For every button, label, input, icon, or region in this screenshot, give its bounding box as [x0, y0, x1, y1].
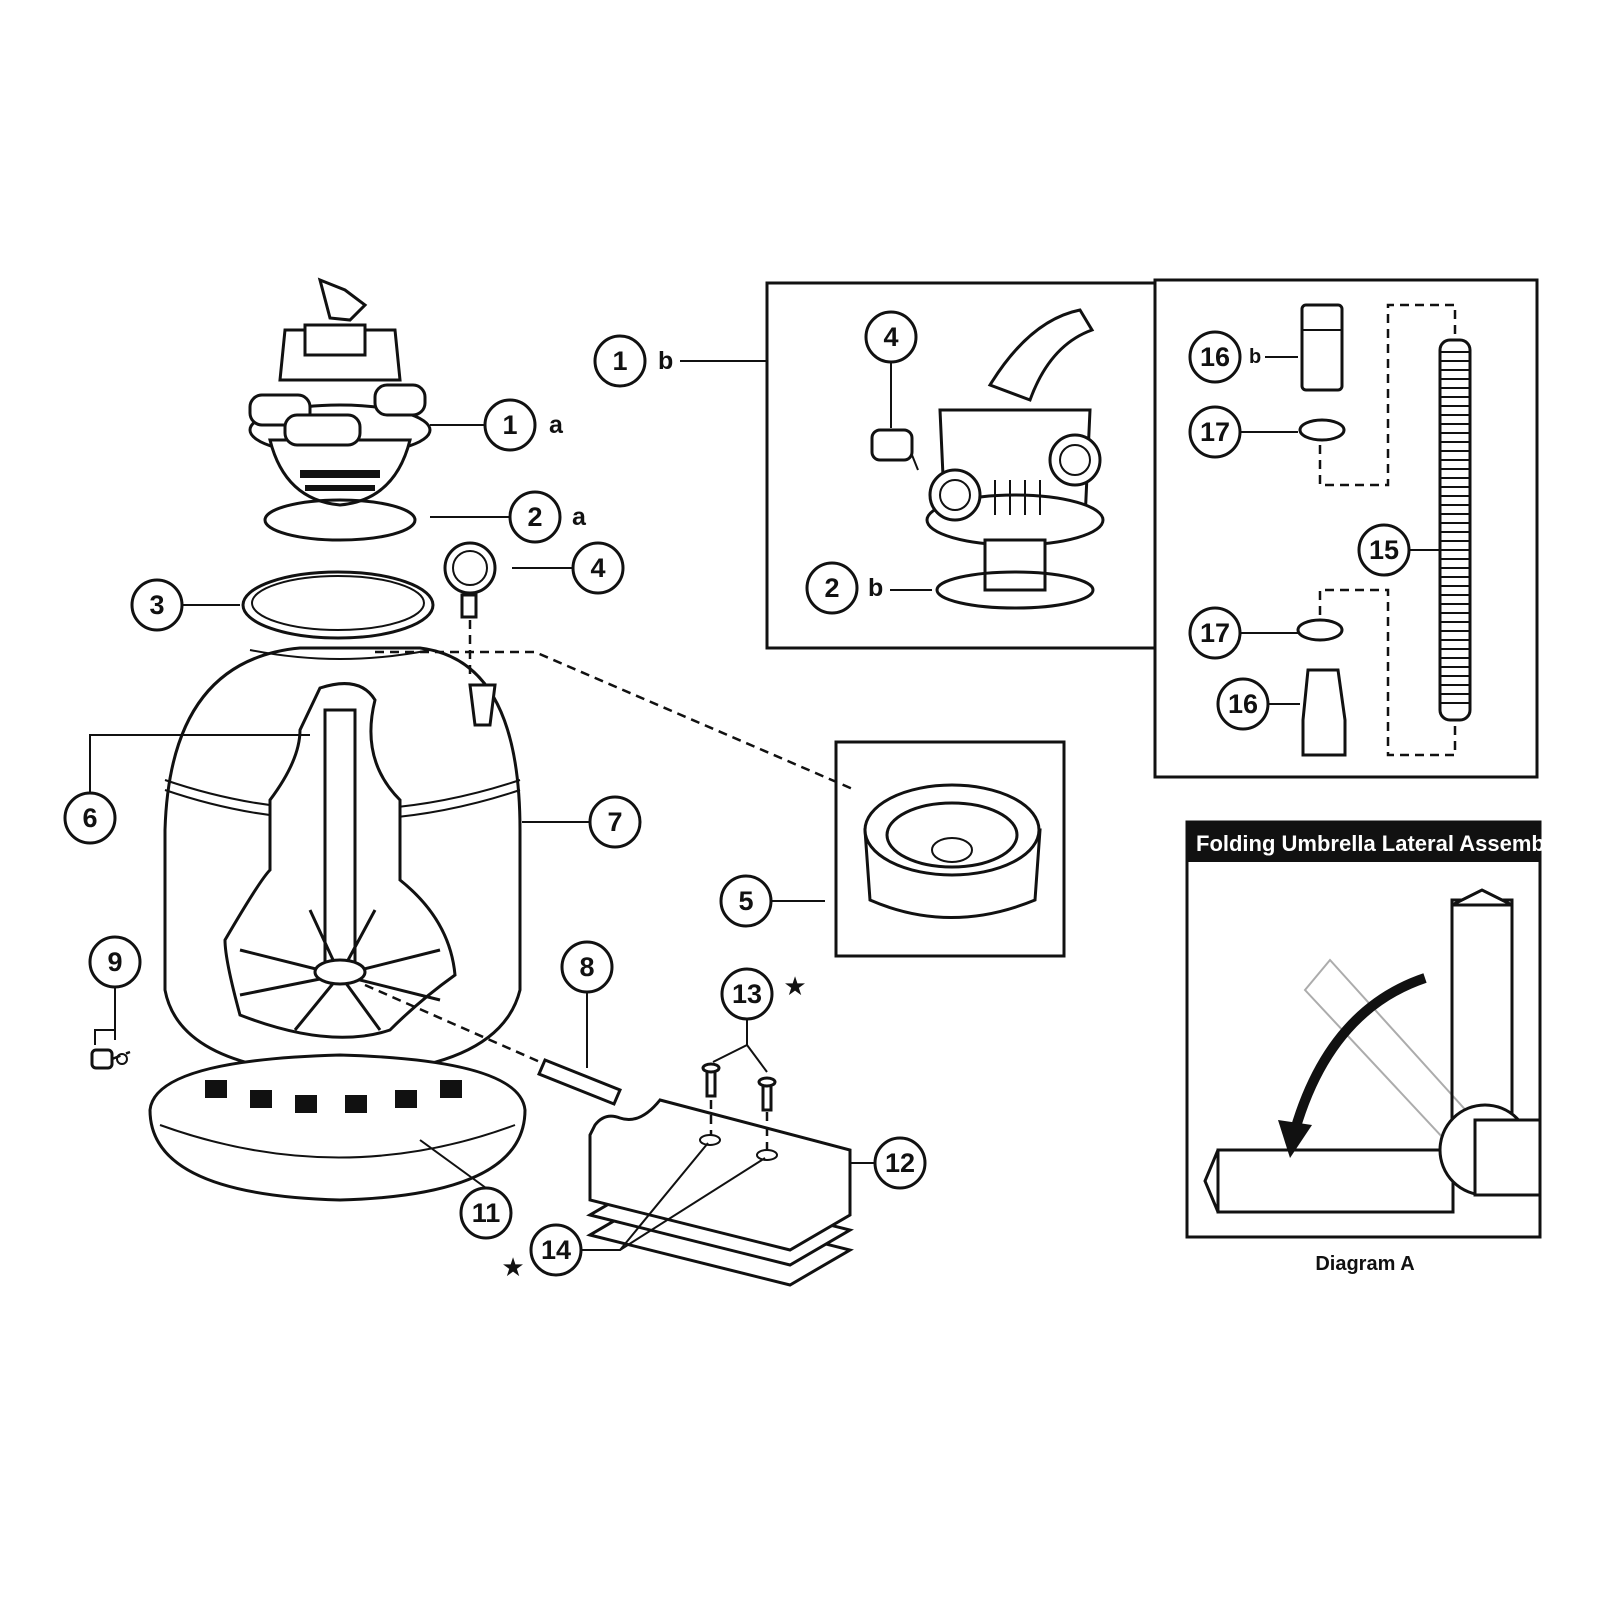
standpipe-o-ring-bottom [1296, 618, 1344, 642]
callout-number: 14 [541, 1235, 571, 1265]
drain-cap [90, 1048, 128, 1070]
fold-arrow [1290, 973, 1427, 1132]
callout-17-top: 17 [1188, 405, 1242, 459]
callout-number: 1 [502, 410, 517, 440]
callout-12: 12 [873, 1136, 927, 1190]
standpipe-adapter [1301, 668, 1347, 757]
multiport-valve-side-mount [925, 308, 1105, 592]
callout-number: 16 [1200, 342, 1230, 372]
callout-16: 16 [1216, 677, 1270, 731]
callout-number: 7 [607, 807, 622, 837]
diagram-a-header [1187, 822, 1540, 862]
callout-4-inset: 4 [864, 310, 918, 364]
callout-number: 13 [732, 979, 762, 1009]
air-relief-tube [537, 1058, 622, 1106]
standpipe-o-ring-top [1298, 418, 1346, 442]
callout-3: 3 [130, 578, 184, 632]
diagram-a-title: Folding Umbrella Lateral Assembly [1196, 831, 1564, 856]
callout-number: 4 [590, 553, 605, 583]
fold-arrow-head [1278, 1120, 1312, 1158]
callout-15: 15 [1357, 523, 1411, 577]
callout-number: 5 [738, 886, 753, 916]
callout-number: 11 [472, 1198, 501, 1228]
standpipe-parts-box [1153, 278, 1539, 779]
callout-number: 1 [612, 346, 627, 376]
callout-number: 17 [1200, 417, 1230, 447]
callout-number: 15 [1369, 535, 1399, 565]
pressure-gauge [443, 541, 497, 619]
callout-number: 17 [1200, 618, 1230, 648]
callout-suffix: a [549, 411, 564, 439]
pressure-gauge-small [870, 428, 919, 471]
base-pad-assembly [586, 1062, 854, 1287]
filter-base [148, 1053, 527, 1202]
callout-number: 4 [883, 322, 898, 352]
callout-16b: 16 b [1188, 330, 1261, 384]
multiport-valve-top-mount [248, 277, 432, 507]
valve-o-ring-b [935, 570, 1095, 610]
callout-4: 4 [571, 541, 625, 595]
callout-7: 7 [588, 795, 642, 849]
callout-5: 5 [719, 874, 773, 928]
star-icon: ★ [501, 1253, 524, 1283]
star-icon: ★ [783, 972, 806, 1002]
callout-11: 11 [459, 1186, 513, 1240]
callout-number: 6 [82, 803, 97, 833]
callout-number: 8 [579, 952, 594, 982]
callout-suffix: a [572, 503, 587, 531]
valve-o-ring-a [263, 498, 417, 542]
filter-tank [163, 646, 522, 1077]
callout-suffix: b [658, 347, 673, 375]
diffuser-box [834, 740, 1066, 958]
callout-number: 12 [885, 1148, 915, 1178]
callout-17-bottom: 17 [1188, 606, 1242, 660]
callout-13: 13 ★ [720, 967, 807, 1021]
diagram-a: Folding Umbrella Lateral Assembly Diagra… [1185, 820, 1564, 1275]
callout-number: 3 [149, 590, 164, 620]
callout-number: 9 [107, 947, 122, 977]
callout-number: 2 [824, 573, 839, 603]
tank-o-ring [241, 570, 435, 660]
lateral-upright [1450, 888, 1514, 1132]
callout-9: 9 [88, 935, 142, 989]
callout-6: 6 [63, 791, 117, 845]
diagram-a-caption: Diagram A [1315, 1253, 1414, 1275]
screws [701, 1062, 777, 1112]
callout-14: 14 ★ [501, 1223, 583, 1283]
standpipe-adapter-b [1300, 303, 1344, 392]
leader-lines [89, 356, 1440, 1251]
callout-8: 8 [560, 940, 614, 994]
callout-suffix: b [868, 574, 883, 602]
diffuser [863, 783, 1042, 919]
callout-number: 2 [527, 502, 542, 532]
callout-number: 16 [1228, 689, 1258, 719]
callout-suffix: b [1249, 346, 1261, 368]
lateral-folded [1203, 1103, 1542, 1214]
flexible-standpipe [1438, 338, 1472, 722]
